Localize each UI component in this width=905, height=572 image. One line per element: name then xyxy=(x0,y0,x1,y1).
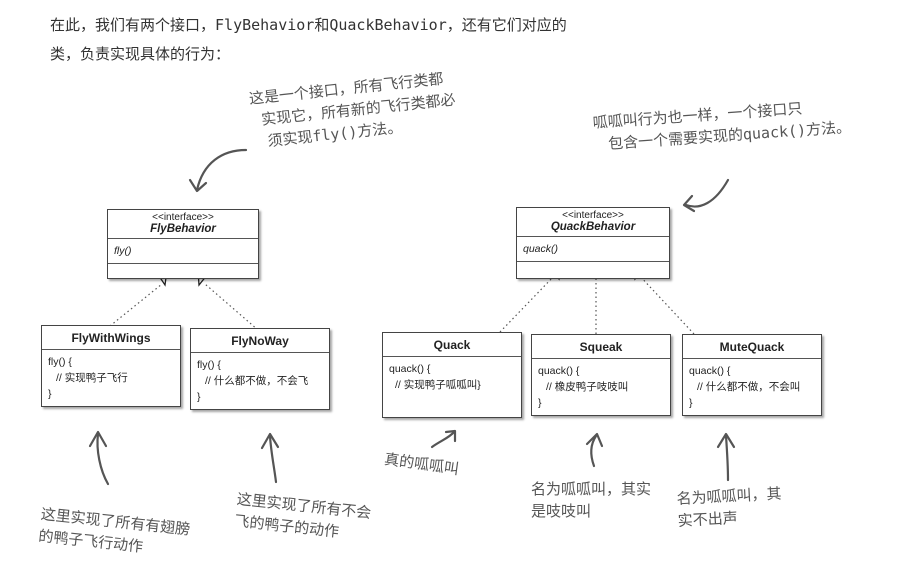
quackbehavior-stereotype: <<interface>> xyxy=(562,210,624,221)
note-arrow-quack-interface-head xyxy=(682,194,696,213)
note-arrow-flynoway-head xyxy=(260,432,280,450)
mutequack-line-2: // 什么都不做，不会叫 xyxy=(697,381,801,393)
flybehavior-name: FlyBehavior xyxy=(150,223,216,235)
flynoway-line-1: fly() { xyxy=(197,359,221,371)
note-arrow-fly-interface xyxy=(195,148,248,192)
note-arrow-fly-interface-head xyxy=(188,178,208,193)
quack-class-box: Quack quack() { // 实现鸭子呱呱叫} xyxy=(382,332,522,418)
quack-line-2: // 实现鸭子呱呱叫} xyxy=(395,379,481,391)
intro-line-1: 在此，我们有两个接口，FlyBehavior和QuackBehavior，还有它… xyxy=(50,16,567,34)
flybehavior-interface-box: <<interface>> FlyBehavior fly() xyxy=(107,209,259,279)
realization-line-flywithwings xyxy=(109,283,163,327)
note-squeak-line-1: 名为呱呱叫，其实 xyxy=(531,480,652,498)
quack-name: Quack xyxy=(433,338,471,352)
note-arrow-flywithwings-head xyxy=(88,430,108,448)
flywithwings-line-2: // 实现鸭子飞行 xyxy=(56,372,128,384)
flywithwings-line-1: fly() { xyxy=(48,356,72,368)
flybehavior-method: fly() xyxy=(114,245,132,257)
flybehavior-stereotype: <<interface>> xyxy=(152,212,214,223)
mutequack-line-1: quack() { xyxy=(689,365,731,377)
note-arrow-squeak-head xyxy=(585,432,604,448)
quack-line-1: quack() { xyxy=(389,363,431,375)
flywithwings-line-3: } xyxy=(48,388,52,400)
flywithwings-class-box: FlyWithWings fly() { // 实现鸭子飞行 } xyxy=(41,325,181,407)
flynoway-line-2: // 什么都不做，不会飞 xyxy=(205,375,309,387)
note-arrow-quack xyxy=(430,430,456,449)
note-arrow-quack-head xyxy=(444,429,457,443)
squeak-line-1: quack() { xyxy=(538,365,580,377)
quackbehavior-method: quack() xyxy=(523,243,559,255)
note-arrow-mutequack-head xyxy=(716,432,736,449)
note-mutequack: 名为呱呱叫，其 实不出声 xyxy=(676,483,783,532)
note-squeak: 名为呱呱叫，其实 是吱吱叫 xyxy=(531,478,651,522)
squeak-name: Squeak xyxy=(579,340,623,354)
note-squeak-line-2: 是吱吱叫 xyxy=(531,502,592,520)
mutequack-class-box: MuteQuack quack() { // 什么都不做，不会叫 } xyxy=(682,334,822,416)
realization-line-flynoway xyxy=(204,283,259,331)
squeak-line-3: } xyxy=(538,397,542,409)
mutequack-line-3: } xyxy=(689,397,693,409)
realization-line-quack xyxy=(499,273,557,333)
note-arrow-mutequack xyxy=(724,434,730,482)
realization-line-mutequack xyxy=(637,273,695,335)
note-arrow-quack-interface xyxy=(684,178,730,208)
flywithwings-name: FlyWithWings xyxy=(71,331,151,345)
note-arrow-flywithwings xyxy=(96,432,110,486)
flynoway-name: FlyNoWay xyxy=(231,334,289,348)
quackbehavior-interface-box: <<interface>> QuackBehavior quack() xyxy=(516,207,670,279)
note-arrow-squeak xyxy=(590,434,598,468)
mutequack-name: MuteQuack xyxy=(719,340,785,354)
squeak-line-2: // 橡皮鸭子吱吱叫 xyxy=(546,381,629,393)
squeak-class-box: Squeak quack() { // 橡皮鸭子吱吱叫 } xyxy=(531,334,671,416)
note-arrow-flynoway xyxy=(268,434,278,484)
flynoway-line-3: } xyxy=(197,391,201,403)
flynoway-class-box: FlyNoWay fly() { // 什么都不做，不会飞 } xyxy=(190,328,330,410)
intro-line-2: 类，负责实现具体的行为： xyxy=(50,45,231,63)
quackbehavior-name: QuackBehavior xyxy=(550,221,636,233)
